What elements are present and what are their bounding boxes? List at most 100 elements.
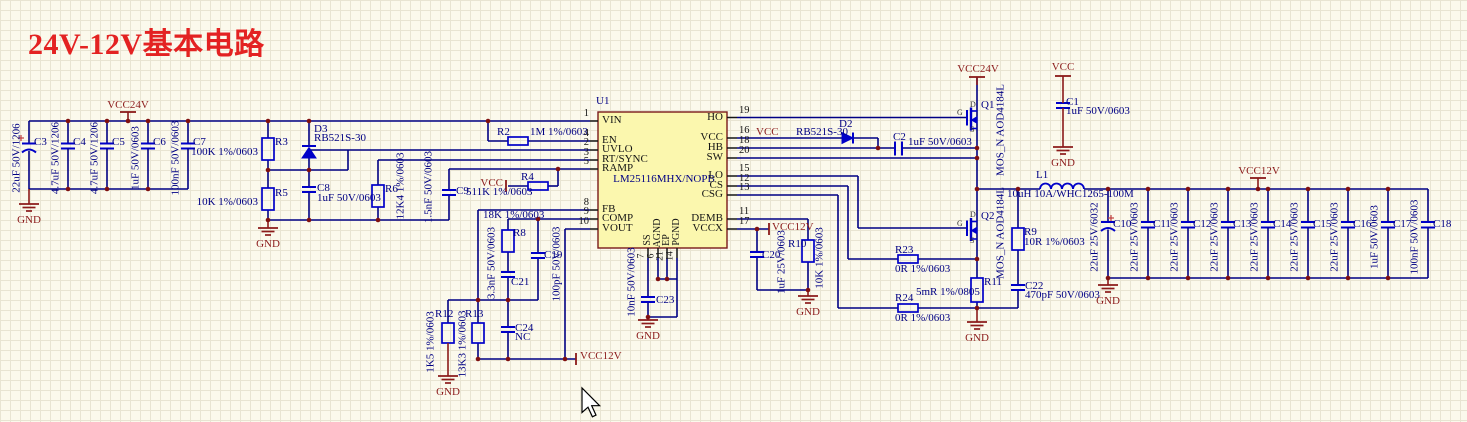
output-cap-8-ref[interactable]: C18 — [1433, 218, 1452, 230]
pin-num-left-3[interactable]: 3 — [583, 147, 589, 158]
pin-num-left-2[interactable]: 2 — [583, 137, 589, 148]
pin-num-left-7[interactable]: 10 — [578, 216, 590, 227]
c22-value[interactable]: 470pF 50V/0603 — [1025, 289, 1100, 301]
gnd-label-7[interactable]: GND — [1096, 295, 1120, 307]
pin-name-left-6[interactable]: COMP — [602, 212, 634, 224]
ic-body[interactable] — [597, 111, 728, 249]
ic-part-number[interactable]: LM25116MHX/NOPB — [613, 173, 715, 185]
q1-d-label[interactable]: D — [970, 100, 976, 109]
output-cap-6-value[interactable]: 22uF 25V/0603 — [1328, 202, 1341, 272]
pin-name-right-3[interactable]: SW — [706, 151, 724, 163]
pin-name-left-2[interactable]: UVLO — [602, 143, 633, 155]
output-cap-0-value[interactable]: 22uF 25V/6032 — [1088, 202, 1101, 272]
output-cap-7-value[interactable]: 1uF 50V/0603 — [1368, 205, 1381, 269]
r5-ref[interactable]: R5 — [275, 187, 288, 199]
output-cap-1-ref[interactable]: C11 — [1153, 218, 1171, 230]
r6-value[interactable]: 12K4 1%/0603 — [394, 152, 407, 220]
input-cap-3-ref[interactable]: C6 — [153, 136, 166, 148]
vcc24v-port-left[interactable]: VCC24V — [107, 99, 149, 111]
r23-ref[interactable]: R23 — [895, 244, 914, 256]
pin-name-bottom-3[interactable]: PGND — [670, 218, 682, 246]
input-cap-1-ref[interactable]: C4 — [73, 136, 86, 148]
pin-num-right-5[interactable]: 12 — [739, 173, 750, 184]
pin-num-left-6[interactable]: 9 — [583, 206, 589, 217]
r3-ref[interactable]: R3 — [275, 136, 288, 148]
pin-num-left-4[interactable]: 5 — [583, 156, 589, 167]
d2-value[interactable]: RB521S-30 — [796, 126, 848, 138]
q2-ref[interactable]: Q2 — [981, 210, 995, 222]
q2-value[interactable]: MOS_N AOD4184L — [994, 187, 1007, 279]
gnd-label-3[interactable]: GND — [636, 330, 660, 342]
c23-ref[interactable]: C23 — [656, 294, 675, 306]
r5-value[interactable]: 10K 1%/0603 — [196, 196, 258, 208]
output-cap-4-ref[interactable]: C14 — [1273, 218, 1292, 230]
schematic-title[interactable]: 24V-12V基本电路 — [28, 28, 265, 61]
input-cap-4-value[interactable]: 100nF 50V/0603 — [169, 120, 182, 196]
pin-name-left-5[interactable]: FB — [602, 203, 616, 215]
r24-value[interactable]: 0R 1%/0603 — [895, 312, 951, 324]
pin-name-right-5[interactable]: CS — [709, 179, 723, 191]
output-cap-4-value[interactable]: 22uF 25V/0603 — [1248, 202, 1261, 272]
pin-name-right-7[interactable]: DEMB — [691, 212, 723, 224]
q2-d-label[interactable]: D — [970, 210, 976, 219]
output-cap-3-ref[interactable]: C13 — [1233, 218, 1252, 230]
q2-s-label[interactable]: S — [970, 236, 975, 245]
r8-ref[interactable]: R8 — [513, 227, 526, 239]
r4-ref[interactable]: R4 — [521, 171, 534, 183]
c19-value[interactable]: 100pF 50V/0603 — [550, 226, 563, 302]
pin-num-right-4[interactable]: 15 — [739, 163, 750, 174]
pin-num-right-3[interactable]: 20 — [739, 145, 750, 156]
c22-ref[interactable]: C22 — [1025, 280, 1044, 292]
c2-value[interactable]: 1uF 50V/0603 — [908, 136, 972, 148]
capacitor-banks[interactable] — [18, 121, 1435, 278]
r3-value[interactable]: 100K 1%/0603 — [191, 146, 258, 158]
d3-ref[interactable]: D3 — [314, 123, 328, 135]
l1-ref[interactable]: L1 — [1036, 169, 1049, 181]
c20-ref[interactable]: C20 — [762, 249, 781, 261]
gnd-label-5[interactable]: GND — [965, 332, 989, 344]
r2-value[interactable]: 1M 1%/0603 — [530, 126, 588, 138]
input-cap-1-value[interactable]: 4.7uF 50V/1206 — [49, 121, 62, 195]
c9-value[interactable]: 1.5nF 50V/0603 — [422, 150, 435, 224]
c8-value[interactable]: 1uF 50V/0603 — [317, 192, 381, 204]
q1-s-label[interactable]: S — [970, 125, 975, 134]
resistors[interactable] — [261, 136, 1025, 344]
output-cap-3-value[interactable]: 22uF 25V/0603 — [1208, 202, 1221, 272]
d3-value[interactable]: RB521S-30 — [314, 132, 366, 144]
pin-name-right-4[interactable]: LO — [708, 169, 723, 181]
gnd-symbols[interactable] — [19, 108, 1118, 384]
pin-num-right-8[interactable]: 17 — [739, 216, 750, 227]
pin-name-right-2[interactable]: HB — [707, 141, 723, 153]
pin-num-right-0[interactable]: 19 — [739, 104, 750, 116]
output-cap-1-value[interactable]: 22uF 25V/0603 — [1128, 202, 1141, 272]
output-cap-7-ref[interactable]: C17 — [1393, 218, 1412, 230]
pin-name-left-4[interactable]: RAMP — [602, 162, 634, 174]
r12-value[interactable]: 1K5 1%/0603 — [424, 311, 437, 373]
pin-num-right-6[interactable]: 13 — [739, 182, 750, 193]
r2-ref[interactable]: R2 — [497, 126, 510, 138]
gnd-label-1[interactable]: GND — [256, 238, 280, 250]
l1-value[interactable]: 10uH 10A/WHC1265-100M — [1007, 188, 1134, 200]
c20-value[interactable]: 1uF 25V/0603 — [775, 230, 788, 294]
vcc-label-pin16[interactable]: VCC — [756, 126, 779, 138]
r11-value[interactable]: 5mR 1%/0805 — [916, 286, 980, 298]
pin-num-left-0[interactable]: 1 — [583, 108, 589, 119]
r13-value[interactable]: 13K3 1%/0603 — [456, 310, 469, 378]
pin-num-left-5[interactable]: 8 — [583, 197, 589, 208]
r9-value[interactable]: 10R 1%/0603 — [1024, 236, 1085, 248]
vcc24v-port-q1[interactable]: VCC24V — [957, 63, 999, 75]
input-cap-0-ref[interactable]: C3 — [34, 136, 47, 148]
q1-ref[interactable]: Q1 — [981, 99, 995, 111]
input-cap-2-ref[interactable]: C5 — [112, 136, 125, 148]
vcc-port-c1[interactable]: VCC — [1051, 61, 1075, 73]
gnd-label-4[interactable]: GND — [796, 306, 820, 318]
r10-value[interactable]: 10K 1%/0603 — [813, 227, 826, 289]
output-cap-6-ref[interactable]: C16 — [1353, 218, 1372, 230]
r23-value[interactable]: 0R 1%/0603 — [895, 263, 951, 275]
d2-ref[interactable]: D2 — [839, 118, 853, 130]
input-cap-2-value[interactable]: 4.7uF 50V/1206 — [88, 121, 101, 195]
pin-num-right-7[interactable]: 11 — [739, 206, 750, 217]
output-cap-2-value[interactable]: 22uF 25V/0603 — [1168, 202, 1181, 272]
diodes[interactable] — [301, 131, 855, 159]
r13-ref[interactable]: R13 — [465, 308, 484, 320]
